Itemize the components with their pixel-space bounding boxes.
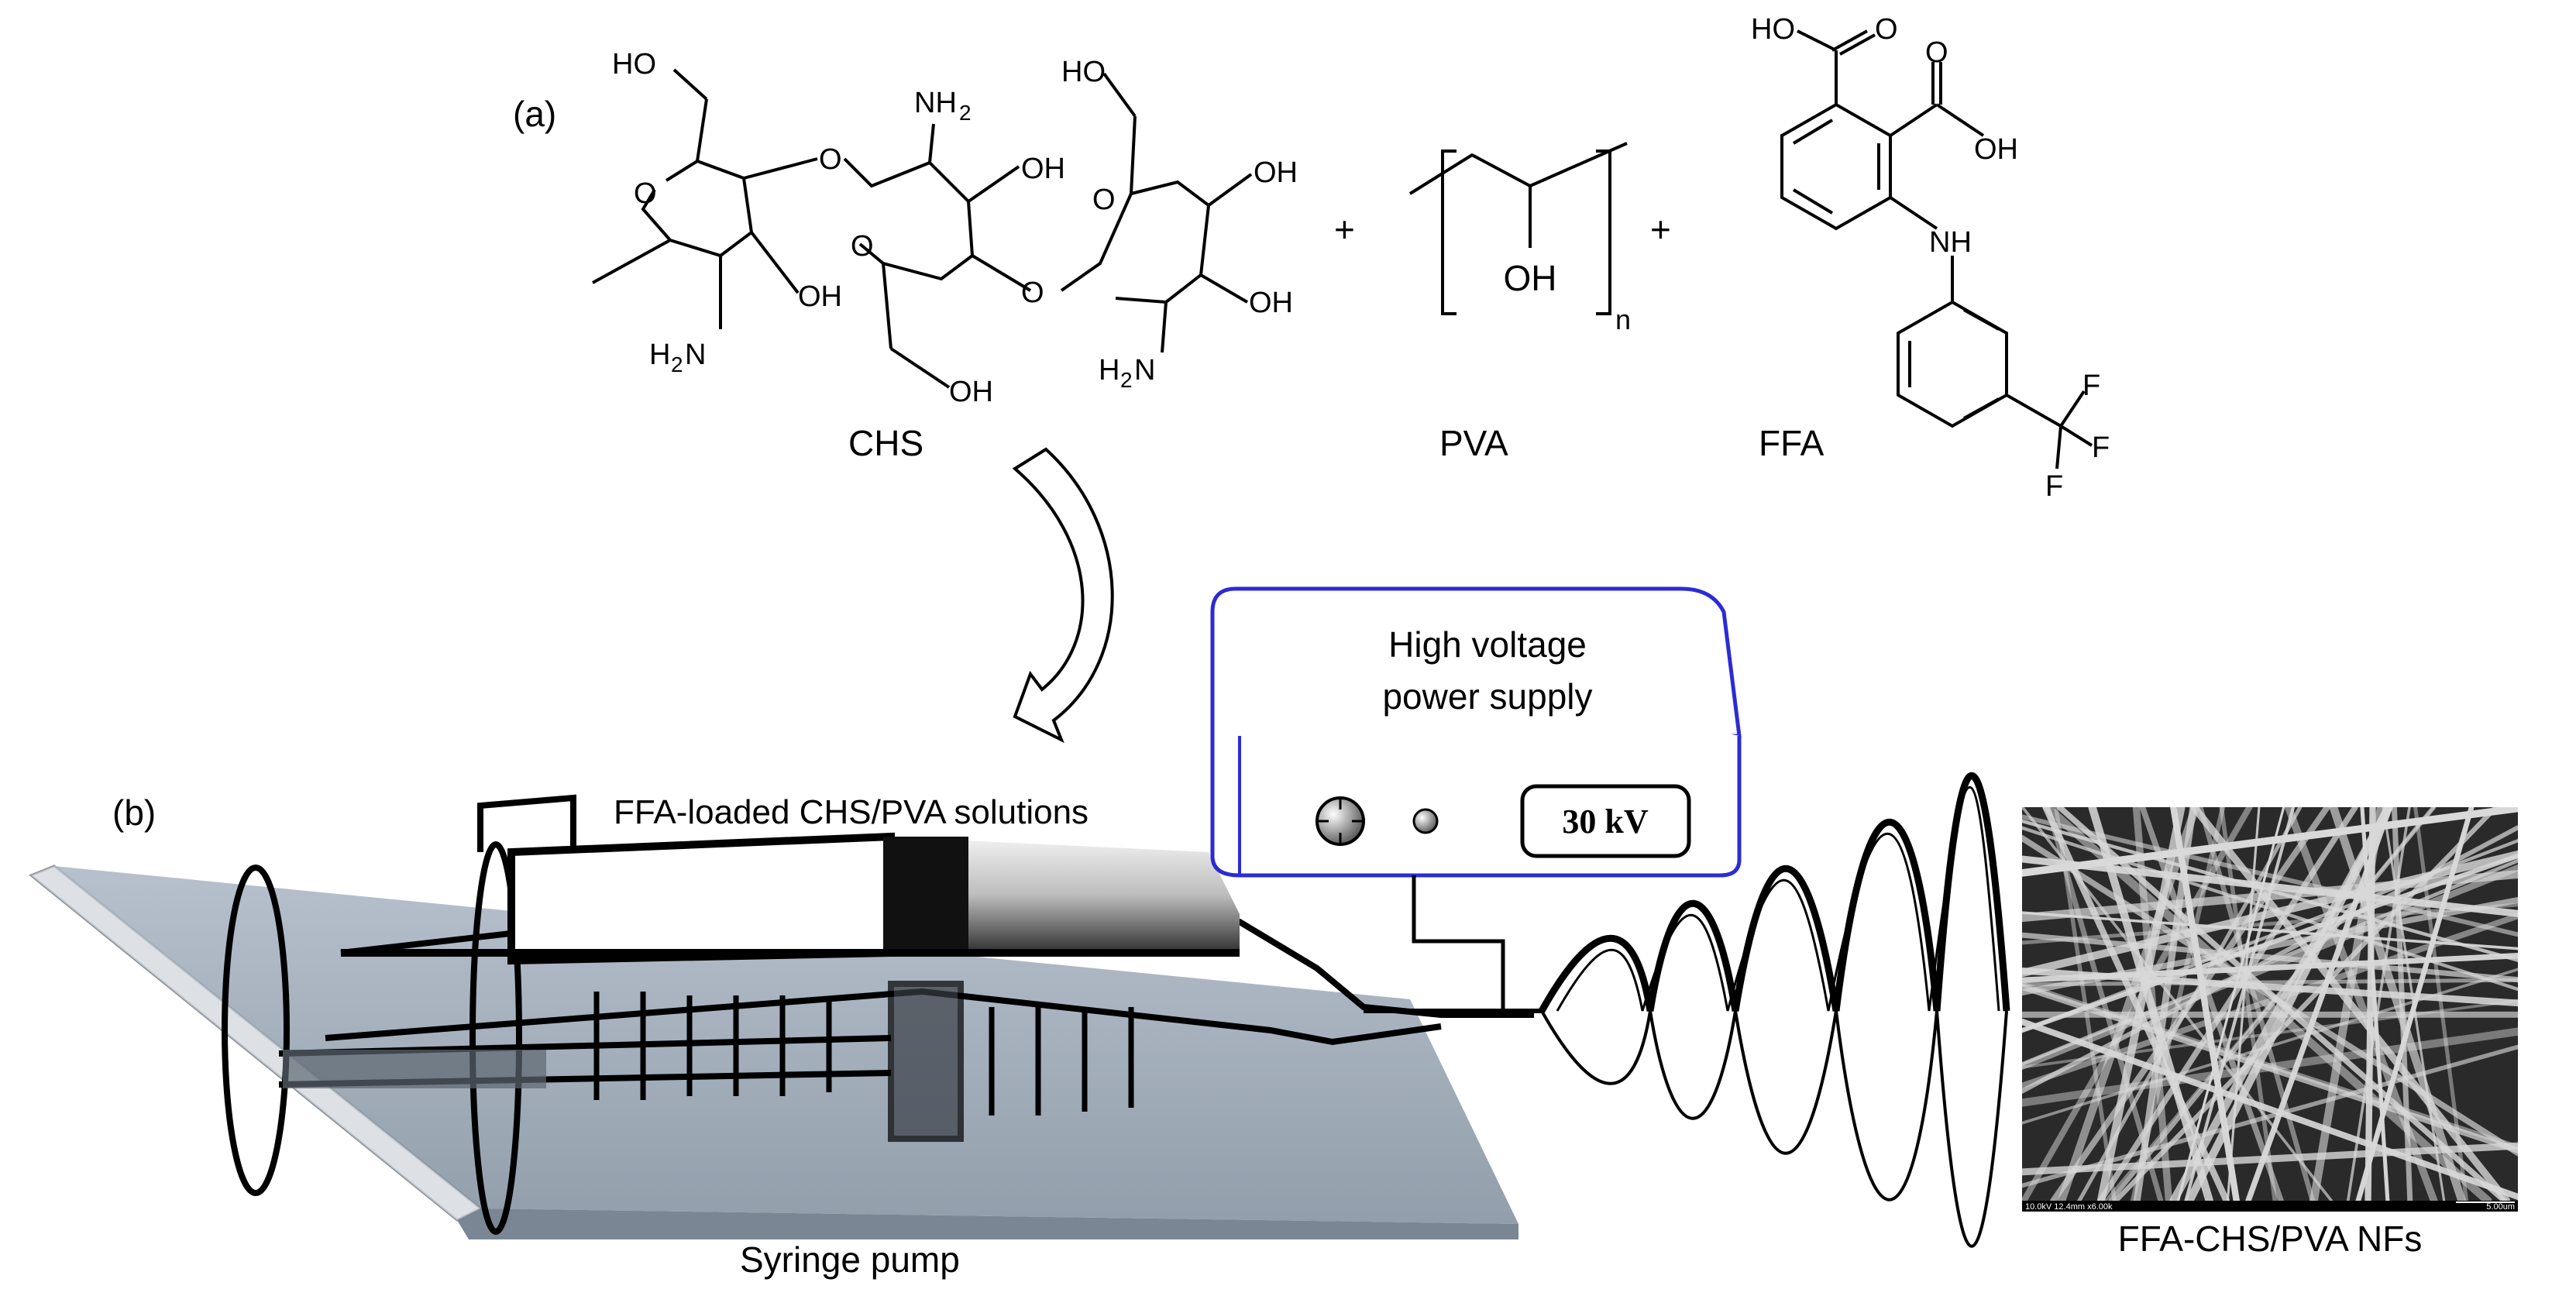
ffa-structure [1780,29,2093,469]
svg-text:H: H [1099,354,1119,387]
nanofiber-strand [2382,807,2446,1201]
electrospinning-jet [1539,772,2010,1248]
nanofiber-strand [2139,807,2284,1201]
ffa-labels: HO O O OH NH F F F [1751,13,2110,503]
svg-text:F: F [2045,470,2063,503]
svg-text:O: O [1092,184,1116,216]
nanofiber-strand [2022,807,2518,877]
nanofiber-strand [2022,826,2518,992]
nanofibers-label: FFA-CHS/PVA NFs [2118,1219,2423,1259]
svg-text:O: O [634,177,657,210]
indicator-light-icon [1412,808,1439,834]
svg-text:HO: HO [1061,56,1106,88]
syringe [222,794,1542,1235]
svg-text:OH: OH [1249,287,1293,319]
svg-text:O: O [1875,13,1898,46]
svg-text:OH: OH [1021,153,1065,185]
svg-text:H: H [649,339,670,371]
pva-n: n [1615,304,1631,335]
ffa-label: FFA [1759,423,1825,463]
nanofiber-strand [2022,1018,2518,1200]
svg-text:OH: OH [949,376,993,408]
curved-arrow-icon [1012,447,1114,744]
voltage-display [1520,784,1691,858]
solution-label: FFA-loaded CHS/PVA solutions [614,793,1089,831]
pump-label: Syringe pump [740,1239,960,1280]
svg-text:OH: OH [1254,156,1298,189]
nanofiber-strand [2329,807,2466,1201]
svg-text:2: 2 [1120,368,1133,392]
plus-sign-1: + [1334,209,1355,249]
sem-info: 10.0kV 12.4mm x6.00k [2025,1202,2113,1212]
nanofiber-strand [2022,853,2518,1033]
svg-text:F: F [2092,431,2110,464]
nanofiber-strand [2022,981,2518,1150]
svg-text:HO: HO [612,48,656,81]
power-supply-title-line1: High voltage [1388,624,1587,665]
svg-text:O: O [1021,277,1044,309]
pva-label: PVA [1439,423,1508,463]
svg-text:N: N [685,339,706,371]
power-supply-title-line2: power supply [1382,676,1592,717]
svg-text:NH: NH [1929,226,1972,259]
svg-text:NH: NH [914,87,957,119]
svg-text:O: O [1925,36,1948,69]
sem-scale: 5.00um [2486,1202,2515,1212]
svg-text:OH: OH [1974,133,2018,166]
nanofiber-strand [2022,967,2518,1007]
chs-label: CHS [848,423,923,463]
svg-text:HO: HO [1751,13,1795,46]
nanofiber-strand [2022,1044,2518,1188]
svg-text:OH: OH [798,280,842,313]
nanofiber-strand [2226,807,2261,1201]
hv-wire [1412,875,1505,1011]
nanofiber-strand [2022,978,2518,987]
svg-text:N: N [1134,354,1155,387]
svg-text:O: O [851,230,874,263]
pva-structure [1408,142,1628,315]
svg-text:2: 2 [671,352,683,376]
nanofiber-strand [2190,807,2511,1201]
nanofiber-strand [2022,865,2518,1070]
plus-sign-2: + [1650,209,1671,249]
panel-label-a: (a) [513,94,556,134]
nanofiber-strand [2022,1027,2518,1107]
sem-image: 10.0kV 12.4mm x6.00k 5.00um [2022,807,2518,1212]
chs-labels: HO NH 2 OH HO OH OH OH H 2 N OH H 2 N O … [612,48,1298,408]
svg-text:F: F [2082,370,2100,402]
nanofiber-strand [2022,968,2518,1125]
svg-text:O: O [819,143,842,176]
pva-oh: OH [1504,258,1557,298]
nanofiber-strand [2022,902,2518,945]
svg-text:2: 2 [959,101,972,125]
syringe-cylinder [283,832,1240,1088]
nanofiber-strand [2022,807,2253,1201]
nanofiber-strand [2022,851,2518,978]
chs-structure [592,68,1253,389]
voltage-value: 30 kV [1562,803,1648,841]
nanofiber-strand [2219,807,2278,1201]
nanofiber-strand [2108,807,2437,1201]
nanofiber-strand [2170,807,2240,1201]
power-supply [1210,586,1742,878]
nanofiber-strand [2088,807,2213,1201]
panel-label-b: (b) [112,792,156,833]
nanofiber-strand [2050,807,2330,1201]
